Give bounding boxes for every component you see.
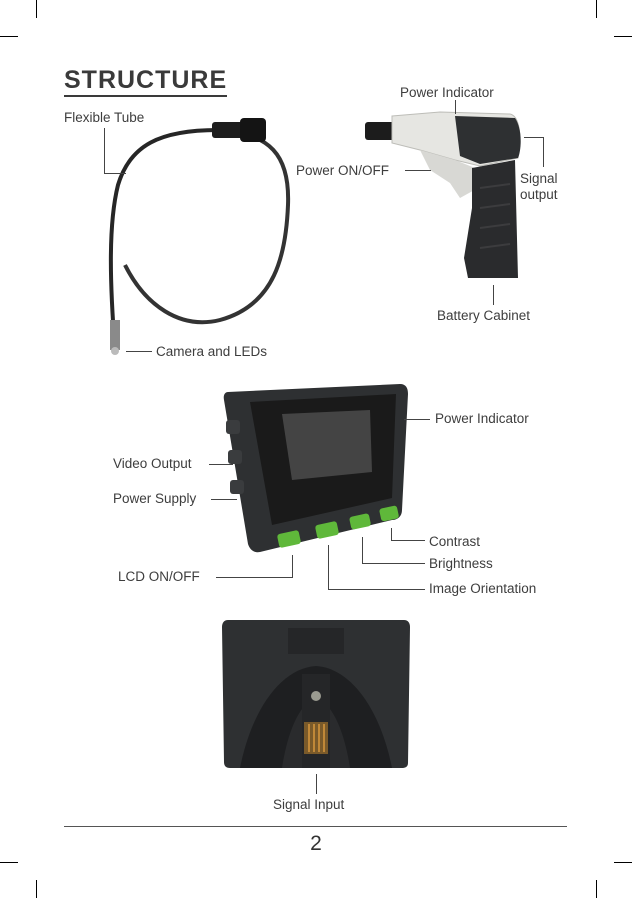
power-onoff-label: Power ON/OFF: [296, 163, 390, 178]
monitor-back-illustration: [222, 620, 410, 768]
flexible-tube-label: Flexible Tube: [64, 110, 145, 125]
leader-line: [216, 577, 293, 578]
contrast-label: Contrast: [429, 534, 481, 549]
page-title: STRUCTURE: [64, 66, 228, 97]
crop-mark: [36, 0, 37, 18]
crop-mark: [596, 0, 597, 18]
leader-line: [391, 528, 392, 541]
leader-line: [104, 173, 126, 174]
monitor-power-indicator-label: Power Indicator: [435, 411, 529, 426]
crop-mark: [0, 862, 18, 863]
handle-illustration: [365, 111, 521, 278]
crop-mark: [614, 36, 632, 37]
footer-rule: [64, 826, 567, 827]
leader-line: [524, 137, 544, 138]
brightness-label: Brightness: [429, 556, 493, 571]
leader-line: [405, 170, 431, 171]
lcd-onoff-label: LCD ON/OFF: [118, 569, 200, 584]
monitor-front-illustration: [223, 384, 408, 553]
flexible-tube-illustration: [108, 118, 291, 355]
leader-line: [211, 499, 237, 500]
leader-line: [362, 537, 363, 564]
leader-line: [104, 128, 105, 174]
camera-leds-label: Camera and LEDs: [156, 344, 268, 359]
signal-output-label-line2: output: [520, 187, 558, 202]
handle-power-indicator-label: Power Indicator: [400, 85, 494, 100]
leader-line: [209, 464, 233, 465]
video-output-label: Video Output: [113, 456, 192, 471]
crop-mark: [36, 880, 37, 898]
leader-line: [316, 774, 317, 794]
leader-line: [543, 137, 544, 167]
crop-mark: [0, 36, 18, 37]
leader-line: [362, 563, 425, 564]
crop-mark: [596, 880, 597, 898]
leader-line: [455, 100, 456, 114]
battery-cabinet-label: Battery Cabinet: [437, 308, 531, 323]
signal-input-label: Signal Input: [273, 797, 345, 812]
leader-line: [126, 351, 152, 352]
page-number: 2: [310, 832, 322, 855]
leader-line: [493, 285, 494, 305]
image-orientation-label: Image Orientation: [429, 581, 537, 596]
power-supply-label: Power Supply: [113, 491, 197, 506]
leader-line: [328, 589, 425, 590]
leader-line: [328, 545, 329, 590]
leader-line: [292, 555, 293, 578]
leader-line: [391, 540, 425, 541]
leader-line: [404, 419, 430, 420]
crop-mark: [614, 862, 632, 863]
signal-output-label-line1: Signal: [520, 171, 558, 186]
